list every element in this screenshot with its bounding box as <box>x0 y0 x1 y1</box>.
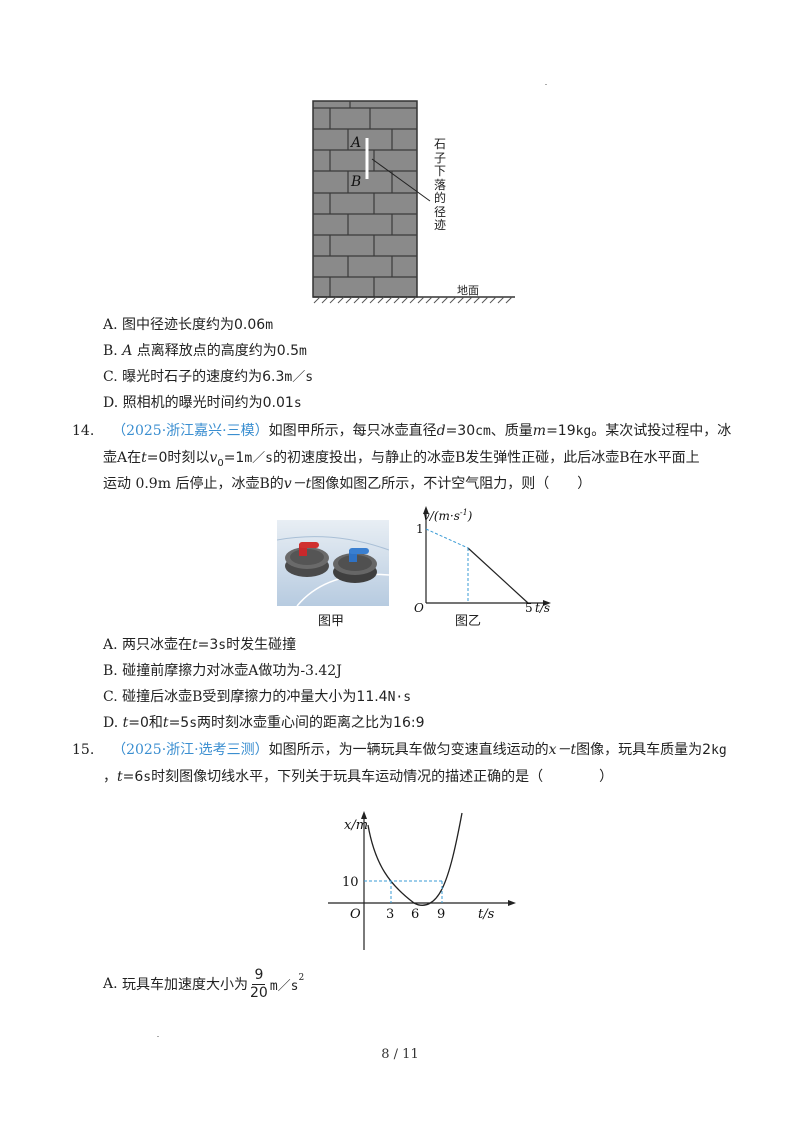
svg-text:x/m: x/m <box>344 818 368 833</box>
q14-option-c[interactable]: C. 碰撞后冰壶B受到摩擦力的冲量大小为11.4N·s <box>103 689 412 705</box>
svg-text:9: 9 <box>437 907 445 922</box>
svg-text:10: 10 <box>342 875 359 890</box>
q13-option-c[interactable]: C. 曝光时石子的速度约为6.3m／s <box>103 369 314 385</box>
q15-stem-line2: ，t=6s时刻图像切线水平，下列关于玩具车运动情况的描述正确的是（ ） <box>103 769 614 785</box>
q13-option-d[interactable]: D. 照相机的曝光时间约为0.01s <box>103 395 302 411</box>
wall-figure: A B <box>312 100 515 304</box>
svg-text:5: 5 <box>525 601 533 615</box>
label-a: A <box>349 135 361 151</box>
q14-source: （2025·浙江嘉兴·三模） <box>112 423 269 439</box>
q13-option-a[interactable]: A. 图中径迹长度约为0.06m <box>103 317 274 333</box>
label-b: B <box>350 174 361 190</box>
svg-text:t/s: t/s <box>478 907 495 922</box>
vt-graph: v/(m·s-1) 1 O 5 t/s <box>414 506 551 615</box>
vt-line-b <box>467 547 529 604</box>
q14-number: 14. <box>72 423 95 439</box>
xt-graph: x/m 10 O 3 6 9 t/s <box>328 811 516 950</box>
xt-parabola <box>367 812 463 906</box>
q13-option-b[interactable]: B. A 点离释放点的高度约为0.5m <box>103 343 307 359</box>
q14-option-a[interactable]: A. 两只冰壶在t=3s时发生碰撞 <box>103 637 297 653</box>
svg-text:3: 3 <box>386 907 394 922</box>
q14-option-b[interactable]: B. 碰撞前摩擦力对冰壶A做功为-3.42J <box>103 663 342 679</box>
fig-a-caption: 图甲 <box>318 614 345 629</box>
vt-line-a <box>425 528 469 549</box>
ground-label: 地面 <box>457 284 479 297</box>
fraction: 9 20 <box>250 966 268 1001</box>
q15-stem-line1: 15. （2025·浙江·选考三测）如图所示，为一辆玩具车做匀变速直线运动的x－… <box>72 742 727 758</box>
q14-stem-line2: 壶A在t=0时刻以v0=1m／s的初速度投出，与静止的冰壶B发生弹性正碰，此后冰… <box>103 450 700 469</box>
page-number: 8 / 11 <box>381 1047 419 1062</box>
q14-stem-line1: 14. （2025·浙江嘉兴·三模）如图甲所示，每只冰壶直径d=30cm、质量m… <box>72 423 732 439</box>
curling-photo <box>277 520 389 606</box>
svg-text:O: O <box>350 907 361 922</box>
svg-text:O: O <box>414 601 424 615</box>
q15-source: （2025·浙江·选考三测） <box>112 742 269 758</box>
q15-number: 15. <box>72 742 95 758</box>
svg-text:1: 1 <box>416 522 424 536</box>
svg-text:v/(m·s-1): v/(m·s-1) <box>423 508 473 523</box>
svg-text:6: 6 <box>411 907 419 922</box>
trace-label: 石子下落的径迹 <box>434 137 447 232</box>
fig-b-caption: 图乙 <box>455 614 482 629</box>
q14-option-d[interactable]: D. t=0和t=5s两时刻冰壶重心间的距离之比为16:9 <box>103 715 425 731</box>
svg-text:t/s: t/s <box>535 601 550 615</box>
q14-stem-line3: 运动 0.9m 后停止，冰壶B的v－t图像如图乙所示，不计空气阻力，则（ ） <box>103 476 592 492</box>
